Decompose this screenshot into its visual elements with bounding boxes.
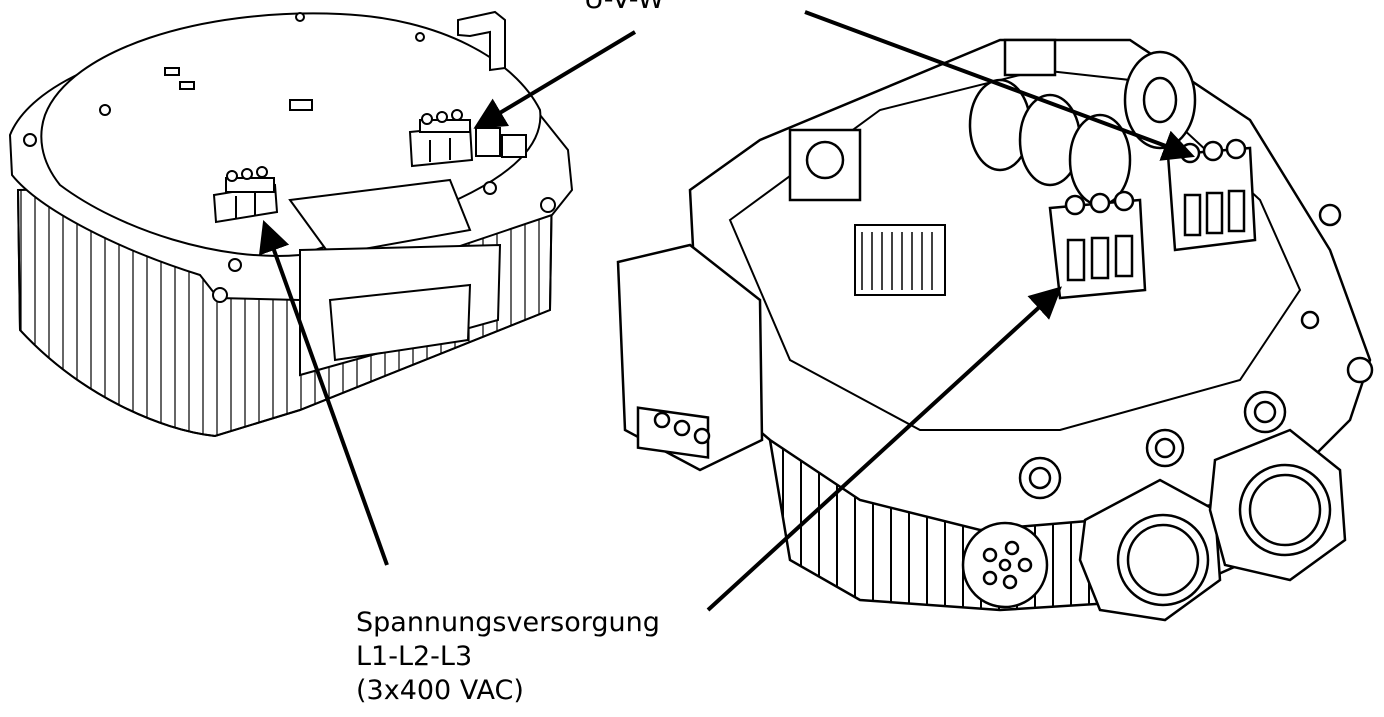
arrow-uvw-left xyxy=(473,30,637,129)
right-motor-terminal xyxy=(1166,138,1257,252)
callout-arrows xyxy=(258,10,1195,612)
left-drive-unit xyxy=(8,10,574,438)
right-drive-unit xyxy=(616,38,1374,622)
power-supply-line1: Spannungsversorgung xyxy=(356,607,660,638)
power-supply-line2: L1-L2-L3 xyxy=(356,641,473,672)
motor-terminal-label: U-V-W xyxy=(584,0,664,17)
right-power-terminal xyxy=(1048,190,1147,300)
left-power-terminal xyxy=(212,166,279,224)
cable-glands xyxy=(961,390,1347,622)
arrow-power-left xyxy=(258,219,389,566)
arrow-uvw-right xyxy=(804,10,1195,161)
arrow-power-right xyxy=(706,286,1062,612)
keypad-module xyxy=(616,243,764,472)
power-supply-label: Spannungsversorgung L1-L2-L3 (3x400 VAC) xyxy=(356,606,660,708)
power-supply-line3: (3x400 VAC) xyxy=(356,675,524,706)
